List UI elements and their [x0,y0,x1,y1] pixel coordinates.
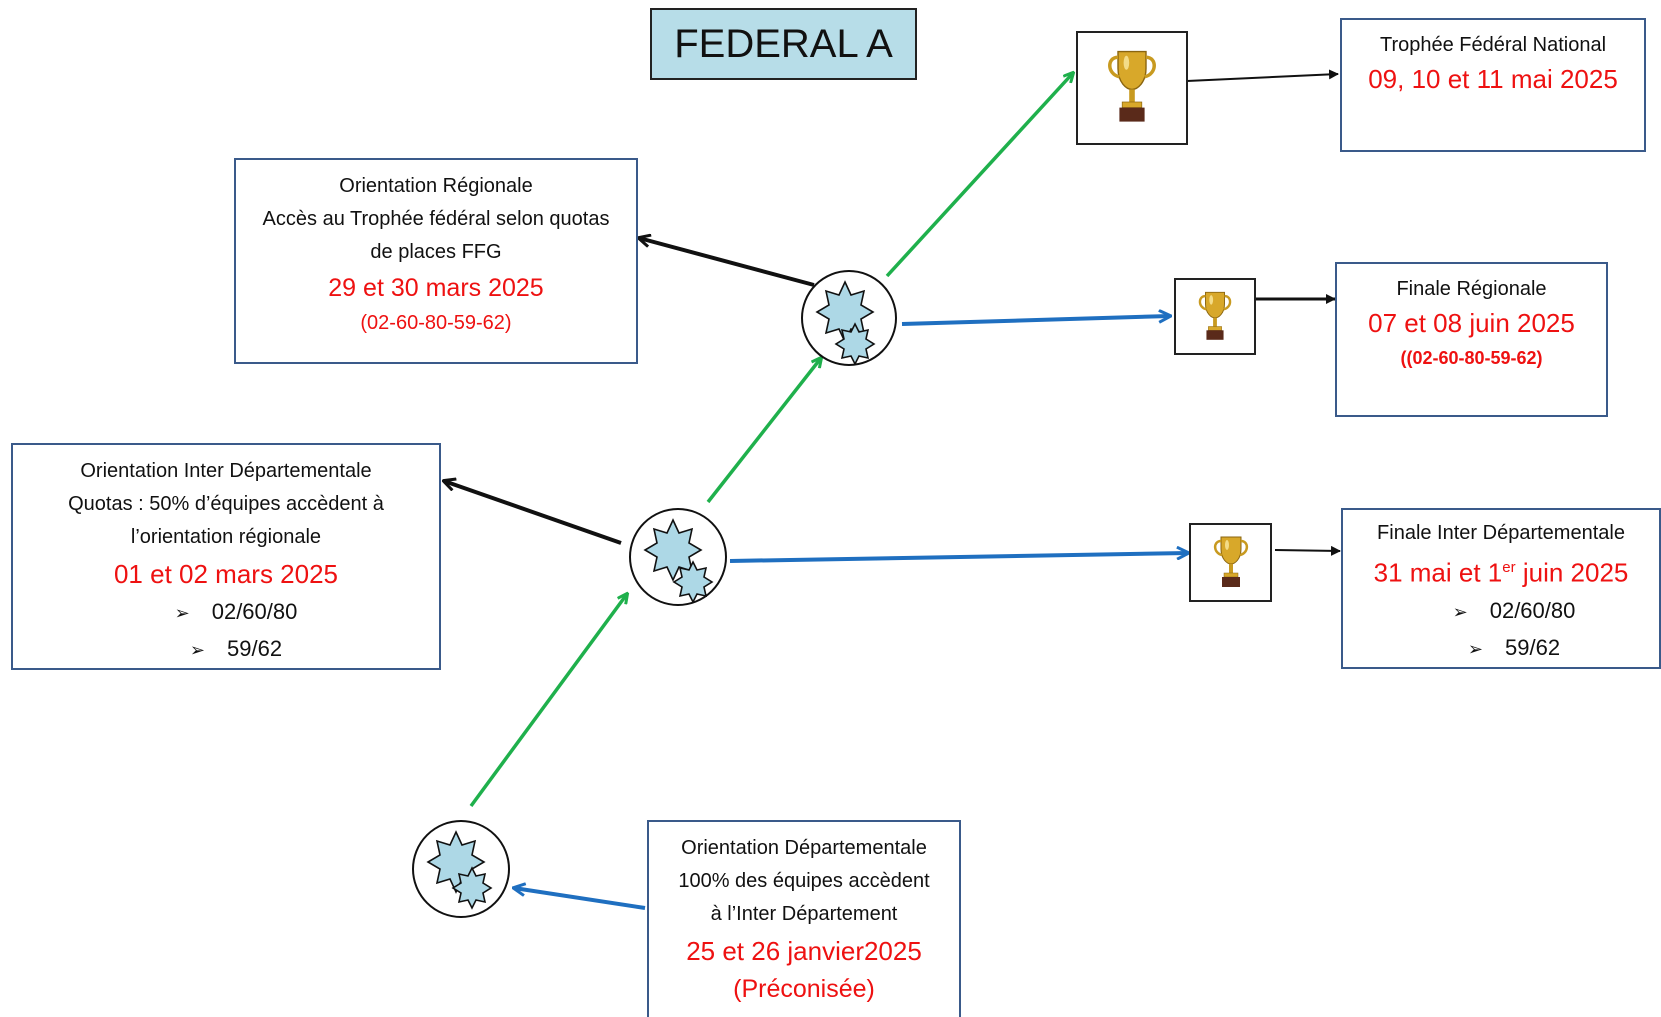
trophy-box-national [1076,31,1188,145]
orientation-interdep-bullet-2-label: 59/62 [227,636,283,661]
arrow-trophy-to-finale-interdep [1274,545,1341,556]
arrow-trophy-to-national-box [1186,69,1339,82]
finale-interdep-date-part2: juin 2025 [1515,557,1629,588]
orientation-dep-date: 25 et 26 janvier2025 [686,936,922,966]
finale-interdep-bullet-1: ➢ 02/60/80 [1343,593,1659,630]
orientation-interdep-access: l’orientation régionale [130,526,322,548]
arrow-orientation-dep-to-node [514,888,646,910]
arrow-regional-to-orientation-box [639,238,815,287]
arrow-bullet-icon: ➢ [1452,601,1468,622]
orientation-regionale-date: 29 et 30 mars 2025 [328,274,544,302]
orientation-dep-access: 100% des équipes accèdent [678,870,930,892]
orientation-dep-title: Orientation Départementale [681,837,927,859]
finale-interdep-bullet-1-label: 02/60/80 [1489,597,1576,623]
trophy-icon [1213,536,1248,587]
finale-regionale-date: 07 et 08 juin 2025 [1368,308,1575,338]
arrow-interdep-to-orientation-box [444,481,622,545]
orientation-dep-note: (Préconisée) [733,975,875,1003]
stars-icon [815,280,876,366]
trophy-icon [1108,50,1156,122]
trophy-icon [1198,291,1232,340]
orientation-interdep-bullet-2: ➢ 59/62 [13,631,439,668]
arrow-interdep-to-trophy [729,553,1188,563]
node-interdep [629,508,727,606]
finale-interdep-bullet-2-label: 59/62 [1505,634,1561,660]
orientation-interdep-date: 01 et 02 mars 2025 [113,559,339,589]
page-title: FEDERAL A [650,8,917,80]
trophee-national-heading: Trophée Fédéral National [1379,34,1607,56]
arrow-bullet-icon: ➢ [189,640,206,660]
orientation-regionale-title: Orientation Régionale [339,175,533,197]
node-departemental [412,820,510,918]
finale-interdep-date-part1: 31 mai et 1 [1373,557,1503,588]
arrow-regional-to-trophy [901,316,1170,326]
orientation-interdep-bullet-1-label: 02/60/80 [211,599,298,624]
finale-regionale-heading: Finale Régionale [1396,278,1547,300]
finale-regionale-codes: ((02-60-80-59-62) [1400,348,1543,368]
orientation-interdep-quotas: Quotas : 50% d’équipes accèdent à [68,493,384,515]
box-orientation-dep: Orientation Départementale 100% des équi… [647,820,961,1017]
box-finale-regionale: Finale Régionale 07 et 08 juin 2025 ((02… [1335,262,1608,417]
orientation-regionale-codes: (02-60-80-59-62) [360,312,512,334]
orientation-interdep-title: Orientation Inter Départementale [80,460,372,482]
finale-interdep-bullet-2: ➢ 59/62 [1343,630,1659,667]
finale-interdep-date: 31 mai et 1er juin 2025 [1343,548,1659,593]
box-orientation-inter-dep: Orientation Inter Départementale Quotas … [11,443,441,670]
stars-icon [426,830,493,910]
finale-interdep-heading: Finale Inter Départementale [1377,522,1625,544]
stars-icon [643,518,714,604]
orientation-regionale-access: Accès au Trophée fédéral selon quotas [262,208,610,230]
orientation-interdep-bullet-1: ➢ 02/60/80 [13,594,439,631]
finale-interdep-date-sup: er [1502,559,1516,576]
arrow-bullet-icon: ➢ [174,603,190,623]
arrow-interdep-to-regional [706,358,821,504]
trophy-box-interdep [1189,523,1272,602]
arrow-bullet-icon: ➢ [1467,638,1484,659]
box-trophee-national: Trophée Fédéral National 09, 10 et 11 ma… [1340,18,1646,152]
trophee-national-date: 09, 10 et 11 mai 2025 [1368,64,1618,94]
orientation-regionale-quota: de places FFG [370,241,502,263]
box-orientation-regionale: Orientation Régionale Accès au Trophée f… [234,158,638,364]
arrow-dep-to-interdep [469,594,627,808]
box-finale-inter-dep: Finale Inter Départementale 31 mai et 1e… [1341,508,1661,669]
node-regional [801,270,897,366]
trophy-box-regional [1174,278,1256,355]
arrow-regional-to-national [885,73,1073,278]
orientation-dep-inter: à l’Inter Département [710,903,898,925]
